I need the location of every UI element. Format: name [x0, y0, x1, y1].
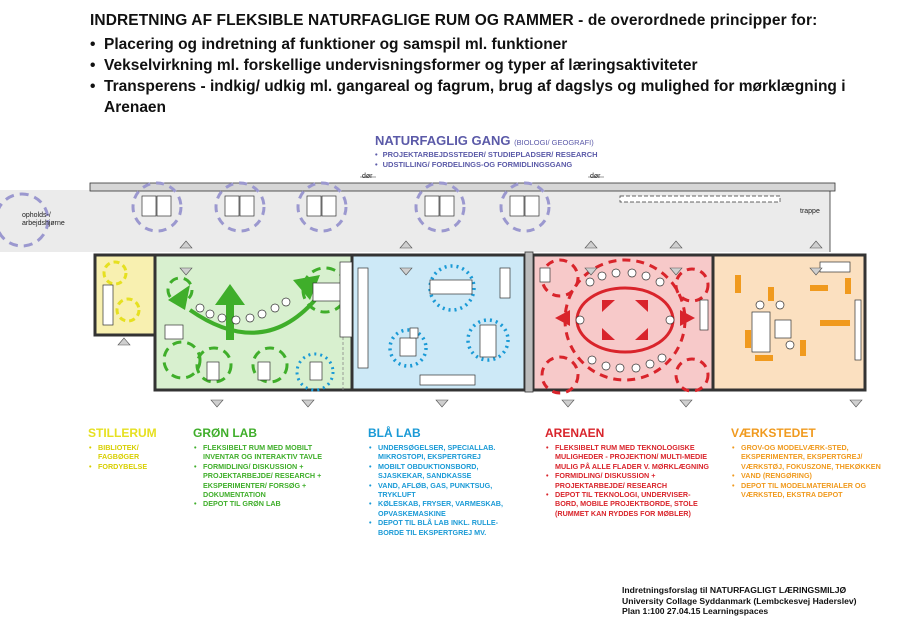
legend-stillerum: STILLERUM BIBLIOTEK/ FAGBØGER FORDYBELSE: [88, 426, 168, 472]
plan-footer: Indretningsforslag til NATURFAGLIGT LÆRI…: [622, 585, 857, 617]
legend-item: DEPOT TIL BLÅ LAB INKL. RULLE-BORDE TIL …: [368, 518, 518, 537]
lounge-zone: [0, 192, 50, 248]
legend-title: ARENAEN: [545, 426, 605, 440]
legend-groen-lab: GRØN LAB FLEKSIBELT RUM MED MOBILT INVEN…: [193, 426, 343, 509]
legend-vaerkstedet: VÆRKSTEDET GROV-OG MODELVÆRK-STED, EKSPE…: [731, 426, 881, 499]
legend-item: FORMIDLING/ DISKUSSION + PROJEKTARBEJDE/…: [545, 471, 710, 490]
legend-arenaen: ARENAEN FLEKSIBELT RUM MED TEKNOLOGISKE …: [545, 426, 710, 518]
legend-item: UNDERSØGELSER, SPECIALLAB. MIKROSTOPI, E…: [368, 443, 518, 462]
page-header: INDRETNING AF FLEKSIBLE NATURFAGLIGE RUM…: [90, 12, 890, 118]
page-title: INDRETNING AF FLEKSIBLE NATURFAGLIGE RUM…: [90, 12, 818, 29]
stairs-label: trappe: [800, 208, 820, 215]
legend-item: GROV-OG MODELVÆRK-STED, EKSPERIMENTER, E…: [731, 443, 881, 471]
corridor-workstations: [141, 195, 781, 217]
door-label: dør: [362, 173, 373, 180]
legend-title: BLÅ LAB: [368, 426, 421, 440]
groen-arc: [188, 298, 317, 335]
legend-item: FLEKSIBELT RUM MED MOBILT INVENTAR OG IN…: [193, 443, 343, 462]
legend-item: BIBLIOTEK/ FAGBØGER: [88, 443, 168, 462]
principles-list: Placering og indretning af funktioner og…: [90, 34, 890, 118]
floor-plan: [0, 176, 867, 408]
footer-line: University Collage Syddanmark (Lembckesv…: [622, 595, 857, 606]
corridor-title: NATURFAGLIG GANG (BIOLOGI/ GEOGRAFI): [375, 133, 594, 148]
legend-item: DEPOT TIL MODELMATERIALER OG VÆRKSTED, E…: [731, 481, 881, 500]
legend-item: FORMIDLING/ DISKUSSION + PROJEKTARBEJDE/…: [193, 462, 343, 500]
legend-item: FORDYBELSE: [88, 462, 168, 472]
principle-item: Vekselvirkning ml. forskellige undervisn…: [90, 55, 890, 76]
room-blaa-lab: [350, 253, 527, 392]
legend-item: DEPOT TIL TEKNOLOGI, UNDERVISER-BORD, MO…: [545, 490, 710, 518]
legend-item: VAND (RENGØRING): [731, 471, 881, 481]
corridor-label: NATURFAGLIG GANG (BIOLOGI/ GEOGRAFI) PRO…: [375, 133, 598, 170]
corridor-wall: [89, 182, 836, 192]
footer-line: Indretningsforslag til NATURFAGLIGT LÆRI…: [622, 585, 847, 595]
legend-item: DEPOT TIL GRØN LAB: [193, 499, 343, 509]
legend-item: KØLESKAB, FRYSER, VARMESKAB, OPVASKEMASK…: [368, 499, 518, 518]
principle-item: Transperens - indkig/ udkig ml. gangarea…: [90, 76, 890, 118]
corridor-item: PROJEKTARBEJDSSTEDER/ STUDIEPLADSER/ RES…: [375, 150, 598, 160]
corridor-zones: [131, 181, 551, 233]
door-label: dør: [590, 173, 601, 180]
lounge-label: opholds-/ arbejdshjørne: [22, 212, 65, 227]
legend-title: GRØN LAB: [193, 426, 257, 440]
legend-item: FLEKSIBELT RUM MED TEKNOLOGISKE MULIGHED…: [545, 443, 710, 471]
legend-item: VAND, AFLØB, GAS, PUNKTSUG, TRYKLUFT: [368, 481, 518, 500]
legend-blaa-lab: BLÅ LAB UNDERSØGELSER, SPECIALLAB. MIKRO…: [368, 426, 518, 537]
corridor-item: UDSTILLING/ FORDELINGS-OG FORMIDLINGSGAN…: [375, 160, 598, 170]
principle-item: Placering og indretning af funktioner og…: [90, 34, 890, 55]
legend-title: STILLERUM: [88, 426, 157, 440]
legend-title: VÆRKSTEDET: [731, 426, 816, 440]
footer-line: Plan 1:100 27.04.15 Learningspaces: [622, 606, 769, 617]
legend-item: MOBILT OBDUKTIONSBORD, SJASKEKAR, SANDKA…: [368, 462, 518, 481]
